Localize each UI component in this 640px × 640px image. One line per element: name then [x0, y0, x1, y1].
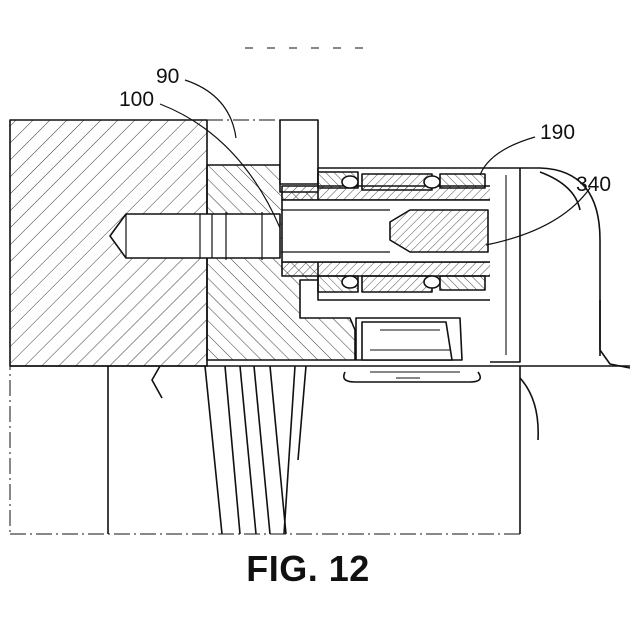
figure-caption: FIG. 12 — [0, 548, 616, 590]
ref-label-340: 340 — [576, 173, 611, 196]
pin-shaft — [110, 214, 280, 258]
vertical-bar — [280, 120, 318, 184]
right-plate — [490, 168, 520, 362]
ref-label-100: 100 — [119, 88, 154, 111]
ref-label-190: 190 — [540, 121, 575, 144]
ref-label-90: 90 — [156, 65, 179, 88]
inner-pin — [390, 210, 488, 252]
